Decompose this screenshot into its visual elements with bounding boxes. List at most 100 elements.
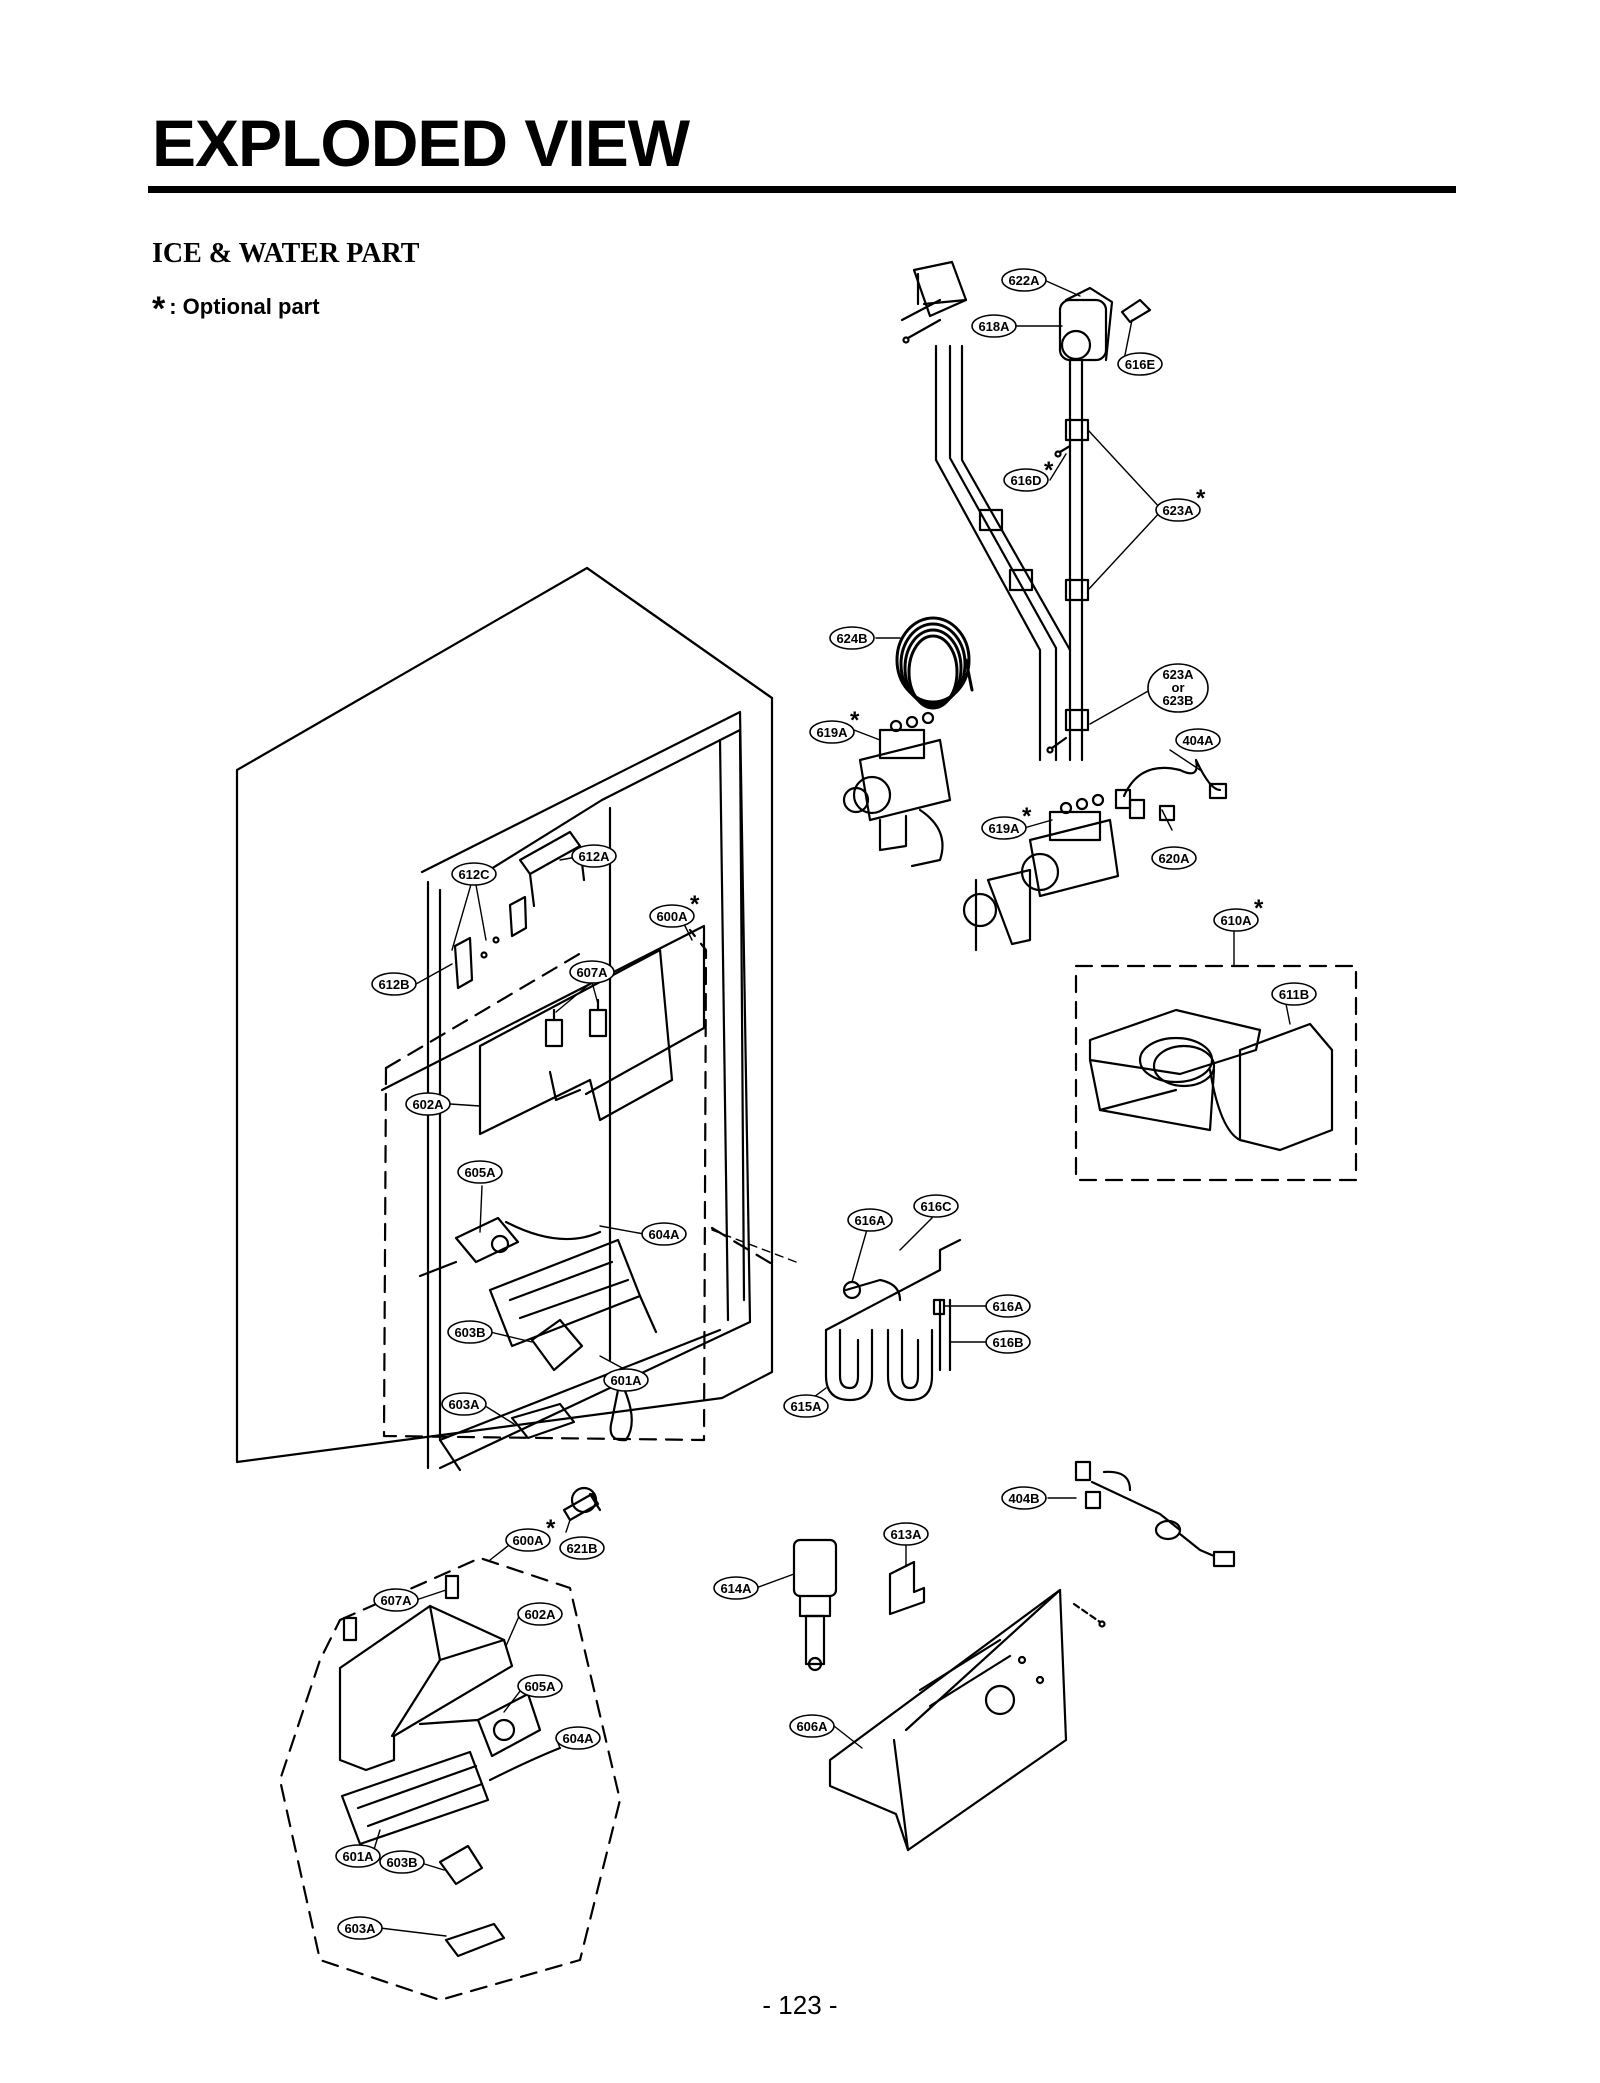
callout-616E: 616E <box>1117 352 1163 376</box>
callout-604A-bottom: 604A <box>555 1726 601 1750</box>
svg-text:623A: 623A <box>1162 667 1194 682</box>
svg-text:622A: 622A <box>1008 273 1040 288</box>
callout-607A-top: 607A <box>569 960 615 984</box>
svg-text:616E: 616E <box>1125 357 1156 372</box>
svg-text:612C: 612C <box>458 867 490 882</box>
svg-text:602A: 602A <box>524 1607 556 1622</box>
svg-text:616D: 616D <box>1010 473 1041 488</box>
callout-605A-top: 605A <box>457 1160 503 1184</box>
callout-610A: 610A <box>1213 908 1259 932</box>
optional-star-619A-right: * <box>1022 803 1032 830</box>
water-valve-left <box>842 711 952 868</box>
svg-text:616A: 616A <box>854 1213 886 1228</box>
svg-text:618A: 618A <box>978 319 1010 334</box>
callout-616C: 616C <box>913 1194 959 1218</box>
optional-star-610A: * <box>1254 895 1264 922</box>
optional-star-icon: * <box>152 290 166 328</box>
ice-bin <box>1088 1008 1334 1152</box>
refrigerator-cabinet <box>235 566 774 1472</box>
callout-601A-top: 601A <box>603 1368 649 1392</box>
svg-text:616A: 616A <box>992 1299 1024 1314</box>
svg-text:611B: 611B <box>1279 987 1309 1002</box>
section-heading: ICE & WATER PART <box>152 238 420 269</box>
callout-619A-left: 619A <box>809 720 855 744</box>
callout-602A-top: 602A <box>405 1092 451 1116</box>
callout-612A: 612A <box>571 844 617 868</box>
wire-harness-bottom <box>1074 1460 1236 1568</box>
svg-text:614A: 614A <box>720 1581 752 1596</box>
callout-616A-top: 616A <box>847 1208 893 1232</box>
svg-text:607A: 607A <box>576 965 608 980</box>
svg-text:619A: 619A <box>988 821 1020 836</box>
callout-612B: 612B <box>371 972 417 996</box>
callout-600A-bottom: 600A <box>505 1528 551 1552</box>
svg-text:621B: 621B <box>566 1541 597 1556</box>
svg-text:404B: 404B <box>1008 1491 1039 1506</box>
svg-text:603B: 603B <box>386 1855 417 1870</box>
callout-616D: 616D <box>1003 468 1049 492</box>
title-rule <box>148 186 1456 193</box>
callout-600A-top: 600A <box>649 904 695 928</box>
callout-623A-top: 623A <box>1155 498 1201 522</box>
svg-text:612B: 612B <box>378 977 409 992</box>
optional-star-623A: * <box>1196 485 1206 512</box>
svg-text:623B: 623B <box>1162 693 1193 708</box>
callouts: 622A 618A 616E 616D * 623A * 624B 623A o… <box>335 268 1317 1940</box>
callout-622A: 622A <box>1001 268 1047 292</box>
svg-text:620A: 620A <box>1158 851 1190 866</box>
callout-614A: 614A <box>713 1576 759 1600</box>
svg-text:616C: 616C <box>920 1199 952 1214</box>
svg-text:601A: 601A <box>342 1849 374 1864</box>
callout-618A: 618A <box>971 314 1017 338</box>
callout-607A-bottom: 607A <box>373 1588 419 1612</box>
callout-616B: 616B <box>985 1330 1031 1354</box>
callout-616A-right: 616A <box>985 1294 1031 1318</box>
svg-text:607A: 607A <box>380 1593 412 1608</box>
svg-text:605A: 605A <box>524 1679 556 1694</box>
water-valve-right <box>962 793 1120 952</box>
callout-620A: 620A <box>1151 846 1197 870</box>
callout-404A: 404A <box>1175 728 1221 752</box>
svg-text:616B: 616B <box>992 1335 1023 1350</box>
fitting <box>562 1486 602 1522</box>
dashed-boundaries <box>278 928 1358 2002</box>
callout-604A-top: 604A <box>641 1222 687 1246</box>
ice-maker-bottom <box>338 1574 562 1958</box>
svg-text:623A: 623A <box>1162 503 1194 518</box>
leader-lines <box>371 279 1291 1937</box>
wire-harness-top <box>1114 758 1228 822</box>
callout-611B: 611B <box>1271 982 1317 1006</box>
callout-603A-bottom: 603A <box>337 1916 383 1940</box>
callout-613A: 613A <box>883 1522 929 1546</box>
callout-624B: 624B <box>829 626 875 650</box>
svg-text:604A: 604A <box>562 1731 594 1746</box>
ice-maker-top <box>380 924 706 1440</box>
svg-text:600A: 600A <box>656 909 688 924</box>
legend-text: : Optional part <box>169 294 320 319</box>
svg-text:404A: 404A <box>1182 733 1214 748</box>
callout-404B: 404B <box>1001 1486 1047 1510</box>
optional-star-619A-left: * <box>850 707 860 734</box>
svg-text:613A: 613A <box>890 1527 922 1542</box>
callout-603B-top: 603B <box>447 1320 493 1344</box>
svg-text:601A: 601A <box>610 1373 642 1388</box>
callout-619A-right: 619A <box>981 816 1027 840</box>
callout-602A-bottom: 602A <box>517 1602 563 1626</box>
mounting-brackets <box>453 830 586 990</box>
svg-text:602A: 602A <box>412 1097 444 1112</box>
svg-text:603B: 603B <box>454 1325 485 1340</box>
water-tube-assembly <box>900 260 1152 762</box>
svg-text:or: or <box>1172 680 1185 695</box>
page-title: EXPLODED VIEW <box>152 106 690 180</box>
svg-text:603A: 603A <box>344 1921 376 1936</box>
svg-text:624B: 624B <box>836 631 867 646</box>
svg-text:619A: 619A <box>816 725 848 740</box>
svg-text:612A: 612A <box>578 849 610 864</box>
svg-text:600A: 600A <box>512 1533 544 1548</box>
callout-606A: 606A <box>789 1714 835 1738</box>
optional-star-600A-bottom: * <box>546 1515 556 1542</box>
callout-612C: 612C <box>451 862 497 886</box>
svg-text:603A: 603A <box>448 1397 480 1412</box>
